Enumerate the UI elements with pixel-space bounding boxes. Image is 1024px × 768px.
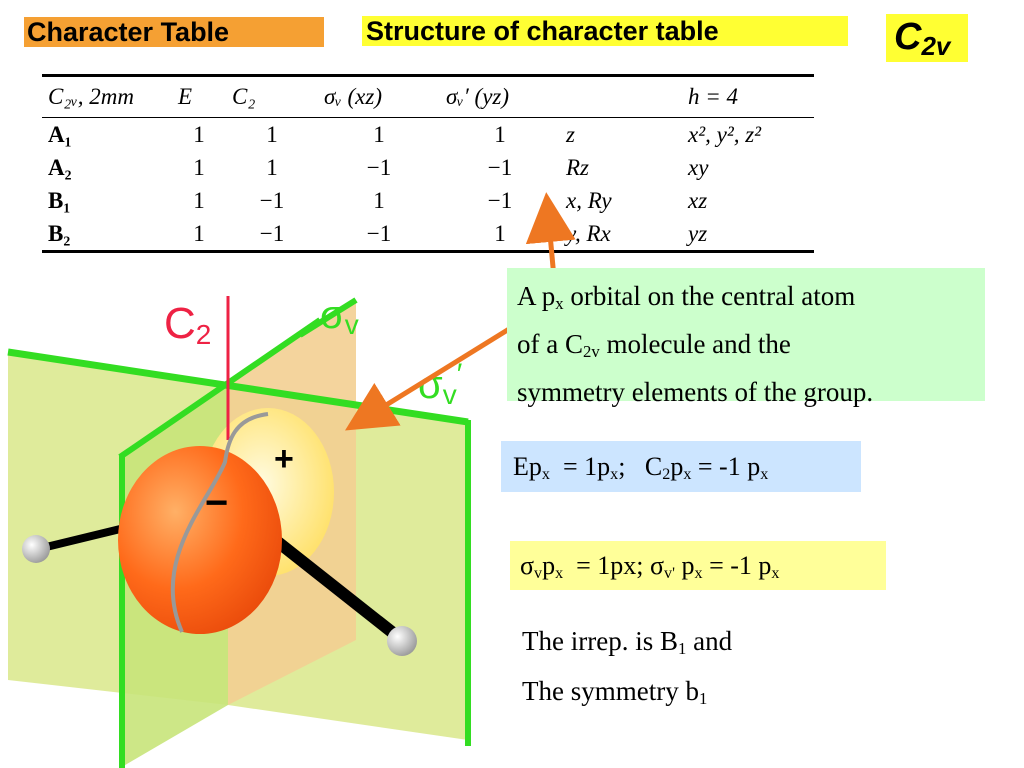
char-cell: 1 xyxy=(193,187,205,213)
sigma-v-prime-plane-back xyxy=(228,300,356,705)
char-cell: −1 xyxy=(366,154,392,180)
equation-identity-c2: Epx = 1px; C2px = -1 px xyxy=(501,441,861,492)
header-sigma-xz: σᵥ (xz) xyxy=(324,84,383,109)
conclusion-line-1: The irrep. is B1 and xyxy=(522,626,733,658)
minus-sign: − xyxy=(205,481,228,525)
px-lobe-positive xyxy=(202,408,334,576)
table-row: A₁ 1 1 1 1 z x², y², z² xyxy=(42,118,814,152)
irrep-cell: B₁ xyxy=(48,187,71,213)
quadratic-cell: xz xyxy=(688,187,708,213)
note-line-1: A px orbital on the central atom xyxy=(517,281,856,313)
bond xyxy=(37,508,191,553)
irrep-cell: A₂ xyxy=(48,154,72,180)
table-row: B₁ 1 −1 1 −1 x, Ry xz xyxy=(42,184,814,217)
nodal-curve xyxy=(170,412,269,633)
table-row: A₂ 1 1 −1 −1 Rz xy xyxy=(42,151,814,184)
linear-cell: x, Ry xyxy=(566,187,612,213)
linear-cell: y, Rx xyxy=(566,220,611,246)
plane-edge xyxy=(118,317,322,460)
note-line-2: of a C2v molecule and the xyxy=(517,329,791,361)
title-point-group: C2v xyxy=(886,14,968,62)
char-cell: −1 xyxy=(259,220,285,246)
plane-edge xyxy=(298,297,358,338)
char-cell: 1 xyxy=(193,154,205,180)
quadratic-cell: x², y², z² xyxy=(688,121,762,147)
header-linear xyxy=(560,76,682,118)
title-structure: Structure of character table xyxy=(362,16,848,46)
conclusion-line-2: The symmetry b1 xyxy=(522,676,708,708)
char-cell: −1 xyxy=(366,220,392,246)
irrep-cell: B₂ xyxy=(48,220,71,246)
orbital-note: A px orbital on the central atom of a C2… xyxy=(507,268,985,407)
header-order: h = 4 xyxy=(688,84,739,109)
char-cell: 1 xyxy=(494,121,506,147)
plus-sign: + xyxy=(274,440,294,478)
bond xyxy=(246,515,406,645)
linear-cell: z xyxy=(566,121,575,147)
equation-sigma: σvpx = 1px; σv' px = -1 px xyxy=(510,541,886,590)
group-sub: 2v xyxy=(921,31,951,61)
sigma-v-plane xyxy=(8,352,468,740)
char-cell: 1 xyxy=(193,121,205,147)
table-header-row: C₂ᵥ, 2mm E C₂ σᵥ (xz) σᵥ′ (yz) h = 4 xyxy=(42,75,814,118)
char-cell: 1 xyxy=(494,220,506,246)
table-row: B₂ 1 −1 −1 1 y, Rx yz xyxy=(42,217,814,252)
conclusion-text: The irrep. is B1 and The symmetry b1 xyxy=(522,620,882,720)
quadratic-cell: yz xyxy=(688,220,708,246)
header-c2: C₂ xyxy=(232,84,256,109)
hydrogen-atom-right xyxy=(387,626,417,656)
char-cell: 1 xyxy=(266,121,278,147)
plane-edge xyxy=(7,348,469,426)
quadratic-cell: xy xyxy=(688,154,709,180)
char-cell: 1 xyxy=(373,187,385,213)
char-cell: −1 xyxy=(259,187,285,213)
c2-label: C2 xyxy=(164,299,211,350)
char-cell: −1 xyxy=(487,154,513,180)
sigma-v-prime-plane-front xyxy=(120,382,228,768)
note-line-3: symmetry elements of the group. xyxy=(517,377,874,407)
character-table: C₂ᵥ, 2mm E C₂ σᵥ (xz) σᵥ′ (yz) h = 4 A₁ … xyxy=(42,74,814,253)
char-cell: 1 xyxy=(193,220,205,246)
sigma-v-label: σv xyxy=(320,293,359,340)
header-sigma-yz: σᵥ′ (yz) xyxy=(446,84,510,109)
char-cell: −1 xyxy=(487,187,513,213)
char-cell: 1 xyxy=(373,121,385,147)
px-lobe-negative xyxy=(118,446,282,634)
linear-cell: Rz xyxy=(566,154,589,180)
header-e: E xyxy=(178,84,193,109)
char-cell: 1 xyxy=(266,154,278,180)
title-character-table: Character Table xyxy=(24,17,324,47)
header-group: C₂ᵥ, 2mm xyxy=(48,84,134,109)
group-main: C xyxy=(894,16,922,58)
irrep-cell: A₁ xyxy=(48,121,72,147)
hydrogen-atom-left xyxy=(22,535,50,563)
sigma-v-prime-label: σv′ xyxy=(418,358,463,410)
